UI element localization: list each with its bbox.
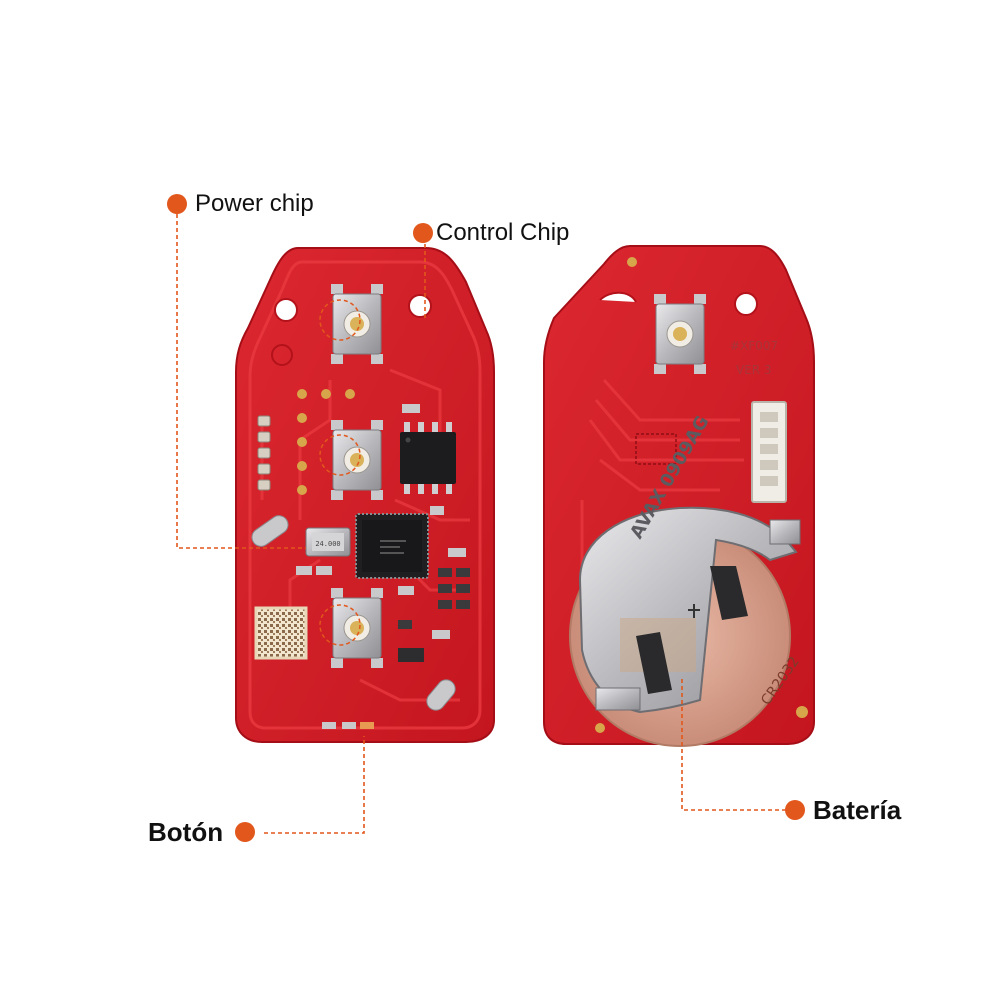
mount-hole <box>408 294 432 318</box>
model-label: #XF007 <box>730 339 778 353</box>
header-pins <box>257 415 271 491</box>
oval-pad <box>251 515 289 547</box>
leader-boton <box>264 736 365 834</box>
leader-power-chip <box>176 214 306 549</box>
tactile-button <box>331 420 383 500</box>
via-pads <box>297 389 355 495</box>
silkscreen-block <box>635 433 677 465</box>
callout-control-chip-label: Control Chip <box>436 219 570 246</box>
highlight-rings <box>319 299 361 646</box>
back-notch <box>599 291 637 303</box>
callout-power-chip-label: Power chip <box>195 190 314 217</box>
via-pad <box>595 723 605 733</box>
tactile-button <box>331 284 383 364</box>
battery-holder: AVAX 0909AG <box>578 412 801 714</box>
mount-hole <box>734 292 758 316</box>
version-label: VER 3 <box>736 363 772 377</box>
board-logo-icon <box>271 344 293 366</box>
callout-dot-icon <box>167 194 187 214</box>
control-chip-ic <box>400 422 456 494</box>
mount-hole <box>274 298 298 322</box>
callout-dot-icon <box>785 800 805 820</box>
callout-boton: Botón <box>148 817 256 847</box>
pcb-back-board: #XF007 VER 3 CR2032 AVAX 0909AG <box>543 245 815 747</box>
callout-bateria-label: Batería <box>813 795 902 825</box>
tactile-button <box>331 588 383 668</box>
via-pad <box>796 706 808 718</box>
callout-boton-label: Botón <box>148 817 224 847</box>
callout-bateria: Batería <box>785 797 901 823</box>
callout-control-chip: Control Chip <box>413 221 569 245</box>
oval-pad <box>426 679 456 711</box>
callout-dot-icon <box>413 223 433 243</box>
callout-dot-icon <box>235 822 256 842</box>
smd-components <box>296 404 470 729</box>
power-chip-crystal: 24.000 <box>305 527 351 557</box>
white-connector <box>751 401 787 503</box>
qr-label <box>254 606 308 660</box>
crystal-label: 24.000 <box>315 540 340 548</box>
leader-lines <box>176 214 786 834</box>
pcb-front-inner-trace <box>248 260 482 730</box>
pcb-front-board: 24.000 <box>235 247 495 743</box>
via-pad <box>627 257 637 267</box>
qfn-chip <box>355 513 429 579</box>
callout-power-chip: Power chip <box>167 192 314 216</box>
tactile-button <box>654 294 706 374</box>
